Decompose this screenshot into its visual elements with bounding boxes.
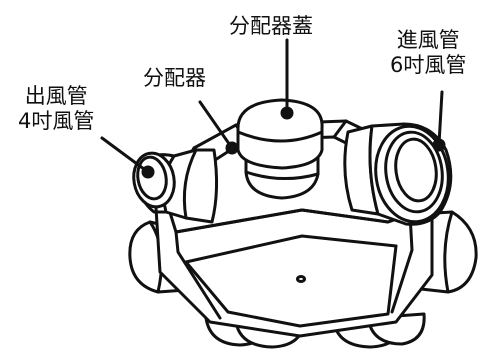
- label-distributor-text: 分配器: [143, 66, 206, 90]
- label-distributor: 分配器: [143, 66, 206, 91]
- label-inlet-size: 6吋風管: [390, 53, 467, 78]
- label-inlet-title: 進風管: [396, 28, 460, 52]
- label-outlet-size: 4吋風管: [18, 109, 95, 134]
- outlet-pipe-4in: [132, 148, 219, 224]
- leader-outlet: [100, 136, 155, 179]
- distributor-cover: [236, 98, 324, 200]
- label-outlet-title: 出風管: [24, 84, 88, 108]
- leader-cover: [280, 38, 294, 120]
- label-cover-text: 分配器蓋: [229, 14, 313, 38]
- center-hole: [296, 275, 306, 283]
- label-outlet: 出風管 4吋風管: [18, 84, 94, 134]
- label-cover: 分配器蓋: [229, 14, 313, 39]
- leader-distributor: [198, 100, 239, 155]
- label-inlet: 進風管 6吋風管: [390, 28, 466, 78]
- leader-inlet: [432, 90, 446, 152]
- inlet-pipe-6in: [343, 122, 453, 226]
